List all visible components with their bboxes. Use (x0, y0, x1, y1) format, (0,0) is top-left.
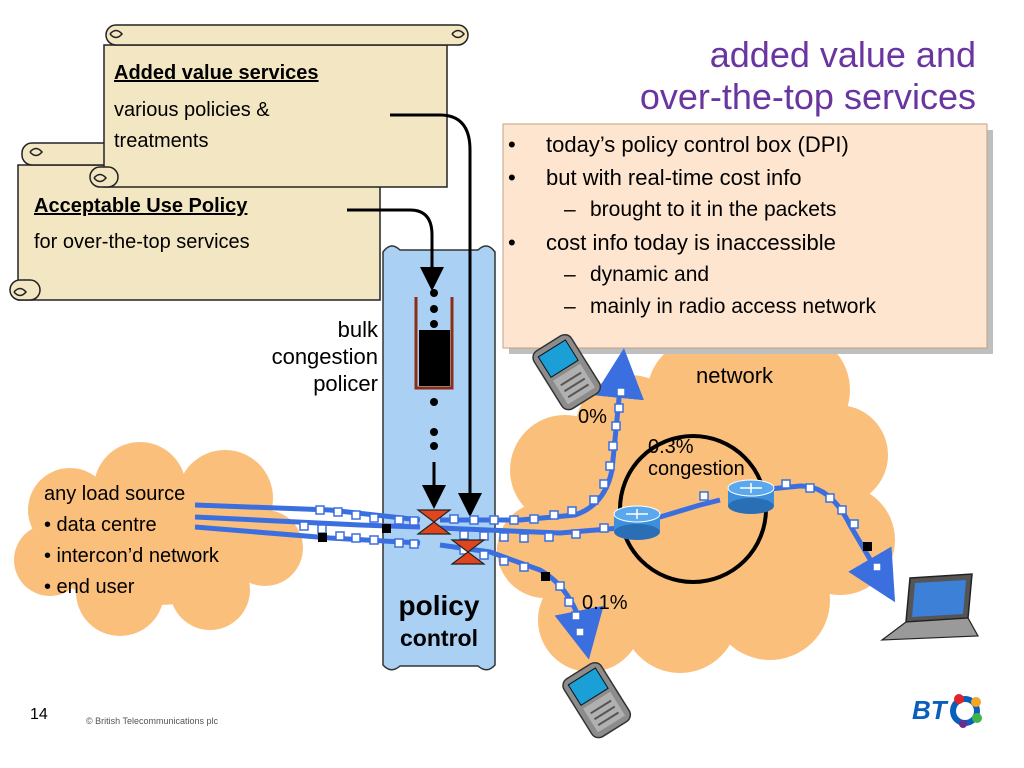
bullet-box (502, 123, 988, 349)
bullet-marker: – (564, 198, 576, 221)
valve-icon (450, 539, 486, 565)
added-value-body: various policies & treatments (114, 95, 319, 157)
aup-heading: Acceptable Use Policy (34, 195, 248, 217)
policy-control-label: policy control (383, 589, 495, 653)
bullet-text: today’s policy control box (DPI) (546, 132, 849, 157)
bullet-marker: – (564, 263, 576, 286)
policer-label-line: bulk (337, 317, 378, 342)
aup-text: Acceptable Use Policy for over-the-top s… (34, 195, 250, 258)
congestion-word: congestion (648, 458, 745, 480)
load-source-item: • intercon’d network (44, 545, 219, 567)
policer-label-line: policer (313, 371, 378, 396)
mobile-phone-icon (562, 661, 632, 739)
congestion-value: 0.3% (648, 436, 694, 458)
bt-piper-icon (950, 694, 982, 728)
router-icon (613, 505, 661, 540)
slide-title: added value and over-the-top services (536, 34, 976, 118)
bullet-marker: – (564, 295, 576, 318)
load-source-item: • data centre (44, 514, 157, 536)
added-value-text: Added value services various policies & … (114, 62, 319, 157)
aup-line: for over-the-top services (34, 231, 250, 253)
added-value-scroll (89, 24, 469, 188)
congestion-label: 0.3% congestion (648, 436, 745, 480)
bullet-text: brought to it in the packets (590, 198, 837, 221)
bullet-marker: • (508, 230, 516, 255)
bullet-item: • but with real-time cost info (504, 161, 990, 194)
packets (299, 387, 882, 637)
policer-label: bulk congestion policer (220, 316, 378, 397)
policer-label-line: congestion (271, 344, 378, 369)
marked-packets (318, 524, 872, 581)
policy-control-line-2: control (400, 625, 478, 651)
bullet-list: • today’s policy control box (DPI) • but w… (504, 128, 990, 323)
slide-number: 14 (30, 706, 48, 723)
bullet-marker: • (508, 132, 516, 157)
bullet-text: dynamic and (590, 263, 710, 286)
sub-bullet-item: –brought to it in the packets (504, 194, 990, 226)
copyright-text: © British Telecommunications plc (86, 716, 219, 726)
added-value-arrow (390, 113, 482, 517)
title-line-2: over-the-top services (639, 76, 976, 117)
policer-bucket (414, 289, 454, 509)
aup-arrow (347, 208, 444, 291)
load-source-list: any load source • data centre • intercon… (44, 479, 219, 603)
title-line-1: added value and (709, 34, 976, 75)
mobile-phone-icon (532, 333, 602, 411)
added-value-heading: Added value services (114, 62, 319, 84)
load-source-item: • end user (44, 576, 135, 598)
policy-control-line-1: policy (398, 590, 480, 621)
added-value-line: treatments (114, 130, 209, 152)
bullet-item: • cost info today is inaccessible (504, 226, 990, 259)
bullet-text: cost info today is inaccessible (546, 230, 836, 255)
network-label: network (696, 363, 774, 388)
bullet-marker: • (508, 165, 516, 190)
aup-body: for over-the-top services (34, 227, 250, 258)
bullet-text: but with real-time cost info (546, 165, 802, 190)
sub-bullet-item: –dynamic and (504, 259, 990, 291)
laptop-icon (880, 573, 979, 641)
router-icon (727, 479, 775, 514)
valve-icon (416, 509, 452, 535)
load-source-heading: any load source (44, 483, 186, 505)
sub-bullet-item: –mainly in radio access network (504, 291, 990, 323)
bullet-text: mainly in radio access network (590, 295, 876, 318)
added-value-line: various policies & (114, 99, 270, 121)
bullet-item: • today’s policy control box (DPI) (504, 128, 990, 161)
bottom-branch-rate: 0.1% (582, 592, 628, 614)
top-branch-rate: 0% (578, 406, 607, 428)
bt-logo-text: BT (912, 695, 947, 725)
